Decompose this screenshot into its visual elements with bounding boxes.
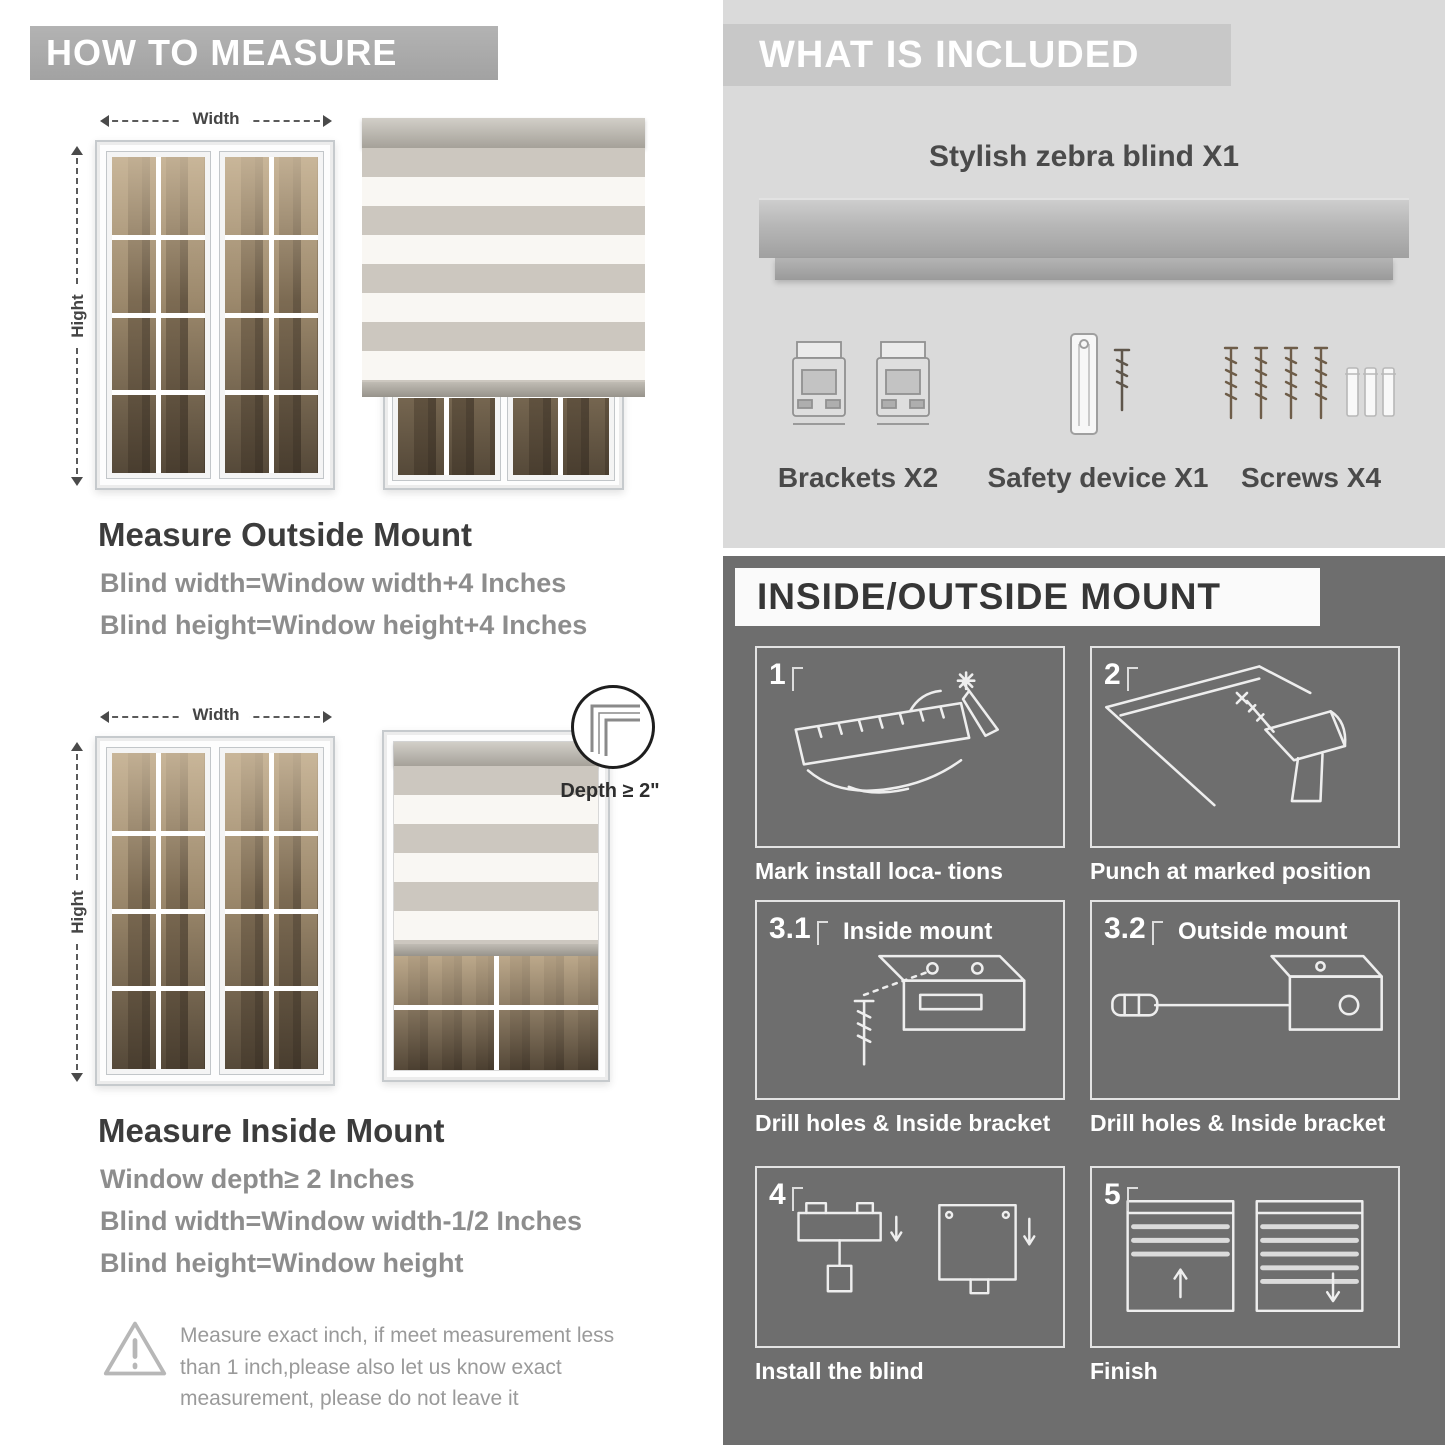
outside-mount-line: Blind height=Window height+4 Inches xyxy=(100,610,588,640)
step-5-panel: 5 xyxy=(1090,1166,1400,1348)
width-label: Width xyxy=(182,705,250,725)
outside-bracket-illustration xyxy=(1111,954,1383,1031)
step-5-caption: Finish xyxy=(1090,1358,1158,1384)
window-sash xyxy=(106,747,211,1075)
window-photo-outside xyxy=(95,140,335,490)
window-photo-inside xyxy=(95,736,335,1086)
blind-stripes xyxy=(362,148,645,382)
blind-cassette xyxy=(362,118,645,148)
screws-icon xyxy=(1215,340,1401,440)
step-title: Outside mount xyxy=(1178,918,1348,945)
width-arrow: Width xyxy=(100,109,332,129)
safety-device-label: Safety device X1 xyxy=(987,462,1209,493)
depth-callout-circle xyxy=(571,685,655,769)
product-name: Stylish zebra blind X1 xyxy=(928,140,1240,173)
step-number: 2 xyxy=(1104,658,1138,691)
mount-section-header: INSIDE/OUTSIDE MOUNT xyxy=(735,568,1320,626)
height-arrow: Hight xyxy=(68,146,88,486)
blind-bottom-rail xyxy=(394,944,598,956)
step-number: 3.2 xyxy=(1104,912,1163,945)
step-1-caption: Mark install loca- tions xyxy=(755,858,1003,884)
inside-bracket-illustration xyxy=(853,954,1026,1066)
step-5: 5 Finish xyxy=(1090,1166,1400,1385)
window-corner-icon xyxy=(590,704,640,756)
what-is-included-section: WHAT IS INCLUDED Stylish zebra blind X1 xyxy=(723,0,1445,548)
brackets-label: Brackets X2 xyxy=(777,462,939,493)
step-3-2-panel: 3.2 Outside mount xyxy=(1090,900,1400,1100)
warning-icon xyxy=(102,1318,168,1382)
step-number: 1 xyxy=(769,658,803,691)
warning-text: Measure exact inch, if meet measurement … xyxy=(180,1324,615,1410)
inside-mount-line: Blind width=Window width-1/2 Inches xyxy=(100,1206,583,1236)
step-1-panel: 1 xyxy=(755,646,1065,848)
window-glass xyxy=(394,956,598,1070)
step-3-1: 3.1 Inside mount Drill holes & Inside br… xyxy=(755,900,1065,1137)
step-number: 4 xyxy=(769,1178,803,1211)
step-4-caption: Install the blind xyxy=(755,1358,924,1384)
window-sash xyxy=(219,151,324,479)
outside-mount-title: Measure Outside Mount xyxy=(98,516,473,553)
outside-mount-line: Blind width=Window width+4 Inches xyxy=(100,568,567,598)
install-blind-illustration xyxy=(797,1201,1036,1295)
inside-mount-title: Measure Inside Mount xyxy=(98,1112,445,1149)
step-3-2-caption: Drill holes & Inside bracket xyxy=(1090,1110,1386,1136)
step-3-2: 3.2 Outside mount Drill holes & Inside b… xyxy=(1090,900,1400,1137)
step-3-1-caption: Drill holes & Inside bracket xyxy=(755,1110,1051,1136)
window-sash xyxy=(219,747,324,1075)
height-label: Hight xyxy=(68,880,88,944)
step-number: 3.1 xyxy=(769,912,828,945)
step-3-1-panel: 3.1 Inside mount xyxy=(755,900,1065,1100)
blind-figure-inside xyxy=(382,730,610,1082)
mount-instructions-section: INSIDE/OUTSIDE MOUNT 1 Mark in xyxy=(723,556,1445,1445)
step-title: Inside mount xyxy=(843,918,993,945)
blind-figure-outside xyxy=(362,118,645,490)
how-to-measure-banner: HOW TO MEASURE xyxy=(30,26,498,80)
height-label: Hight xyxy=(68,284,88,348)
step-number: 5 xyxy=(1104,1178,1138,1211)
step-2: 2 Punch at marked position xyxy=(1090,646,1400,885)
step-1: 1 Mark install loca- tions xyxy=(755,646,1065,885)
inside-mount-line: Window depth≥ 2 Inches xyxy=(100,1164,415,1194)
step-4: 4 Install the blind xyxy=(755,1166,1065,1385)
blind-stripes xyxy=(394,766,598,944)
safety-device-icon xyxy=(1045,330,1165,442)
step-2-caption: Punch at marked position xyxy=(1090,858,1372,884)
brackets-icon xyxy=(785,334,945,440)
width-arrow: Width xyxy=(100,705,332,725)
window-sash xyxy=(106,151,211,479)
height-arrow: Hight xyxy=(68,742,88,1082)
zebra-blind-cassette-image xyxy=(759,198,1409,258)
inside-blind-opening xyxy=(393,741,599,1071)
width-label: Width xyxy=(182,109,250,129)
blind-cassette xyxy=(394,742,598,766)
inside-mount-line: Blind height=Window height xyxy=(100,1248,464,1278)
blind-bottom-rail xyxy=(362,382,645,397)
depth-label: Depth ≥ 2" xyxy=(560,780,660,802)
step-2-panel: 2 xyxy=(1090,646,1400,848)
step-4-panel: 4 xyxy=(755,1166,1065,1348)
drill-illustration xyxy=(1105,665,1347,807)
finish-illustration xyxy=(1126,1200,1364,1313)
zebra-blind-cassette-lip xyxy=(775,258,1393,280)
what-is-included-header: WHAT IS INCLUDED xyxy=(723,24,1231,86)
screws-label: Screws X4 xyxy=(1240,462,1382,493)
measure-mark-illustration xyxy=(794,671,999,794)
